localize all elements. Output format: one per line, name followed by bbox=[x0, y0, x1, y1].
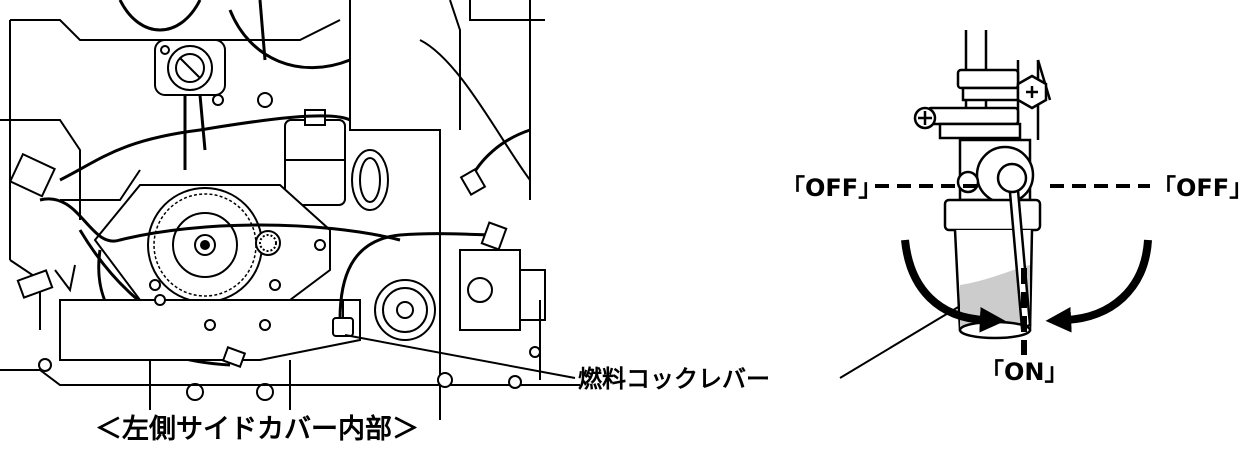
off-position-label-left: 「OFF」 bbox=[781, 174, 883, 202]
position-guide-lines bbox=[875, 184, 1150, 355]
rotate-to-on-arrow-right bbox=[1045, 239, 1152, 333]
lever-callout-leader-left bbox=[344, 334, 576, 379]
on-position-label: 「ON」 bbox=[980, 358, 1069, 386]
fuel-cock-illustration bbox=[913, 30, 1052, 340]
machine-interior-illustration bbox=[0, 0, 580, 420]
fuel-cock-lever-label: 燃料コックレバー bbox=[578, 365, 770, 393]
rotate-to-on-arrow-left bbox=[901, 239, 1006, 333]
left-view-caption: ＜左側サイドカバー内部＞ bbox=[95, 414, 419, 445]
off-position-label-right: 「OFF」 bbox=[1152, 174, 1254, 202]
